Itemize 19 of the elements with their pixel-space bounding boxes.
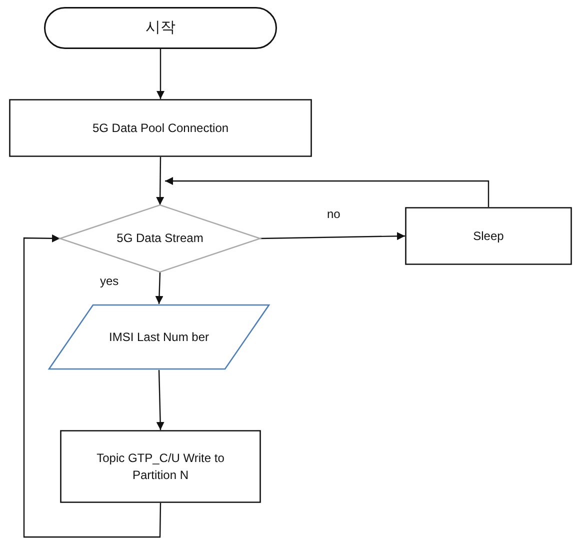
data-parallelogram (48, 304, 270, 370)
start-terminal (44, 7, 277, 49)
node-text: IMSI Last Num ber (108, 328, 210, 346)
arrow (165, 177, 490, 207)
arrow (156, 49, 164, 99)
process-box (60, 430, 261, 503)
arrow (155, 272, 164, 304)
arrow (156, 370, 164, 430)
arrow (156, 157, 164, 205)
node-text: Topic GTP_C/U Write to Partition N (96, 450, 226, 483)
node-text: Sleep (473, 228, 504, 244)
decision-diamond (60, 205, 260, 272)
process-box (9, 99, 312, 157)
arrow (23, 234, 162, 538)
node-text: 5G Data Stream (116, 230, 204, 247)
process-box (405, 207, 572, 265)
arrow (260, 232, 405, 240)
node-text: 5G Data Pool Connection (92, 120, 229, 136)
node-text: 시작 (146, 18, 176, 38)
